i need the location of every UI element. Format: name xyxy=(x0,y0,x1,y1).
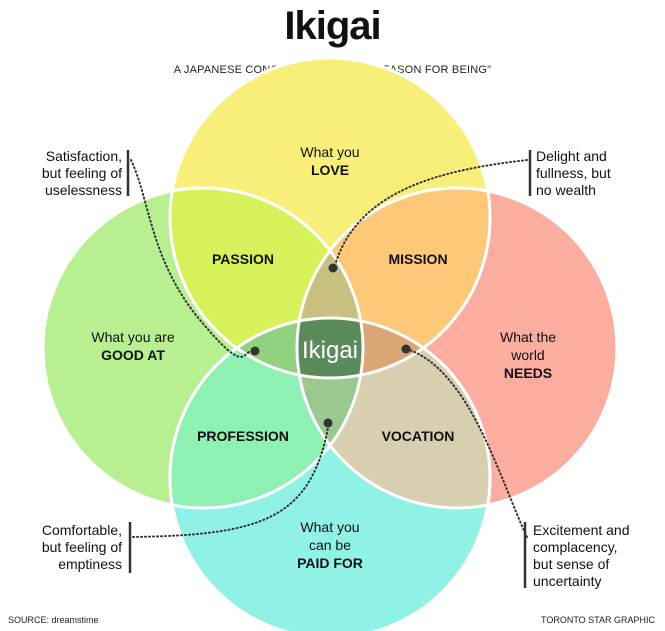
note-bottom-left-line1: Comfortable, xyxy=(41,522,122,538)
note-bottom-right-line1: Excitement and xyxy=(533,522,630,538)
vocation-label: VOCATION xyxy=(382,428,455,444)
passion-label: PASSION xyxy=(212,251,274,267)
source-credit: SOURCE: dreamstime xyxy=(8,615,99,625)
note-bottom-left-line2: but feeling of xyxy=(41,539,122,555)
leader-lines xyxy=(130,159,528,538)
good-at-label-line2: GOOD AT xyxy=(101,347,165,363)
world-needs-label-line2: world xyxy=(510,347,544,363)
note-top-left-line3: uselessness xyxy=(44,182,122,198)
note-bottom-right: Excitement and complacency, but sense of… xyxy=(533,522,661,590)
note-top-right-line1: Delight and xyxy=(536,148,607,164)
note-top-right: Delight and fullness, but no wealth xyxy=(536,148,661,199)
world-needs-label-line1: What the xyxy=(500,329,556,345)
note-bottom-right-line4: uncertainty xyxy=(533,573,602,589)
mission-label: MISSION xyxy=(388,251,447,267)
love-label-line2: LOVE xyxy=(311,162,349,178)
note-bottom-left-line3: emptiness xyxy=(58,556,122,572)
note-bottom-right-line2: complacency, xyxy=(533,539,618,555)
paid-for-label-line3: PAID FOR xyxy=(297,555,363,571)
note-top-right-line2: fullness, but xyxy=(536,165,611,181)
love-label-line1: What you xyxy=(300,144,359,160)
note-top-right-line3: no wealth xyxy=(536,182,596,198)
page-title: Ikigai xyxy=(284,4,381,48)
ikigai-center-label: Ikigai xyxy=(302,337,358,364)
paid-for-label-line2: can be xyxy=(309,537,351,553)
world-needs-label-line3: NEEDS xyxy=(504,365,552,381)
note-bottom-left: Comfortable, but feeling of emptiness xyxy=(4,522,122,573)
profession-label: PROFESSION xyxy=(197,428,289,444)
good-at-label-line1: What you are xyxy=(91,329,174,345)
note-top-left-line1: Satisfaction, xyxy=(45,148,122,164)
note-top-left-line2: but feeling of xyxy=(41,165,122,181)
paid-for-label-line1: What you xyxy=(300,519,359,535)
graphic-credit: TORONTO STAR GRAPHIC xyxy=(540,615,655,625)
note-bottom-right-line3: but sense of xyxy=(533,556,610,572)
note-top-left: Satisfaction, but feeling of uselessness xyxy=(4,148,122,199)
